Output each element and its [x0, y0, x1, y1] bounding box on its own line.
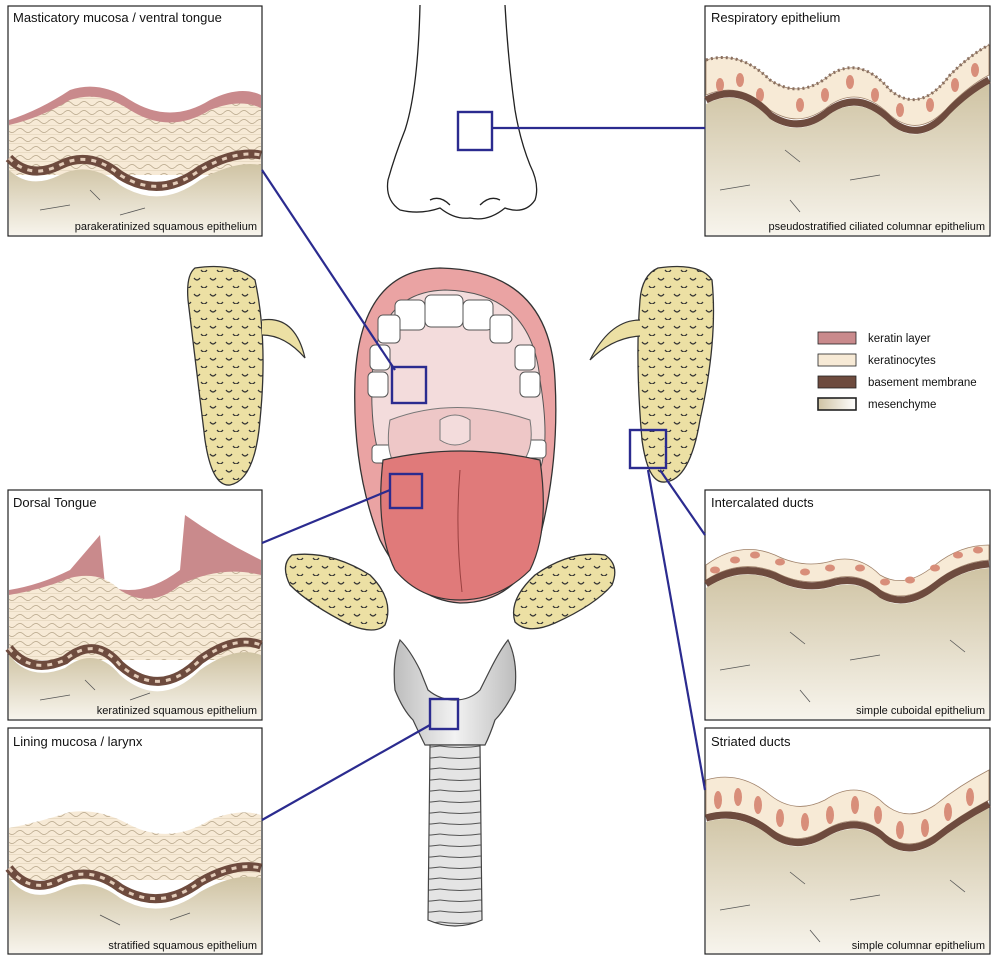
panel-caption-lining: stratified squamous epithelium [108, 940, 257, 952]
panel-title-masticatory: Masticatory mucosa / ventral tongue [13, 10, 222, 25]
legend-swatch-keratinocytes [818, 354, 856, 366]
submandibular-gland-left [285, 554, 387, 630]
legend: keratin layer keratinocytes basement mem… [818, 332, 977, 411]
legend-label-keratinocytes: keratinocytes [868, 355, 936, 367]
panel-title-intercalated: Intercalated ducts [711, 495, 814, 510]
panel-dorsal-tongue: Dorsal Tongue keratinized squamous epith… [8, 490, 262, 720]
panel-title-respiratory: Respiratory epithelium [711, 10, 840, 25]
panel-caption-striated: simple columnar epithelium [852, 940, 985, 952]
legend-swatch-mesenchyme [818, 398, 856, 410]
panel-title-dorsal: Dorsal Tongue [13, 495, 97, 510]
panel-title-lining: Lining mucosa / larynx [13, 734, 143, 749]
panel-masticatory: Masticatory mucosa / ventral tongue para… [8, 6, 262, 236]
legend-label-keratin: keratin layer [868, 333, 931, 345]
legend-label-basement-membrane: basement membrane [868, 377, 977, 389]
panel-lining-mucosa: Lining mucosa / larynx stratified squamo… [8, 728, 262, 954]
panel-striated: Striated ducts simple columnar epitheliu… [705, 728, 990, 954]
legend-swatch-keratin [818, 332, 856, 344]
panel-caption-intercalated: simple cuboidal epithelium [856, 705, 985, 717]
panel-caption-respiratory: pseudostratified ciliated columnar epith… [769, 221, 985, 233]
legend-label-mesenchyme: mesenchyme [868, 399, 936, 411]
panel-caption-masticatory: parakeratinized squamous epithelium [75, 221, 257, 233]
larynx-trachea-illustration [394, 640, 516, 926]
panel-caption-dorsal: keratinized squamous epithelium [97, 705, 257, 717]
panel-intercalated: Intercalated ducts simple cuboidal epith… [705, 490, 990, 720]
mouth-illustration [355, 268, 556, 603]
panel-title-striated: Striated ducts [711, 734, 791, 749]
parotid-gland-left [188, 267, 305, 486]
legend-swatch-basement-membrane [818, 376, 856, 388]
parotid-gland-right [590, 267, 714, 483]
panel-respiratory: Respiratory epithelium pseudostratified … [705, 6, 990, 236]
